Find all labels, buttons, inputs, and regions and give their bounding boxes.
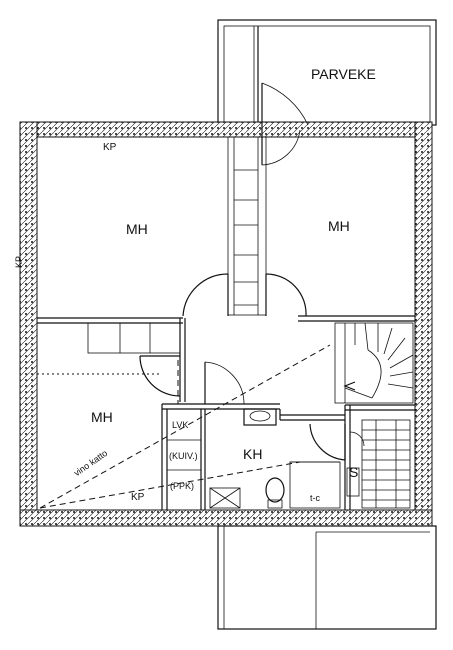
balcony-label: PARVEKE (311, 66, 376, 82)
lower-terrace (217, 525, 437, 630)
lvk-label: LVK (172, 420, 189, 430)
doors (139, 82, 365, 461)
sauna-label: S (349, 464, 359, 480)
staircase (334, 322, 414, 509)
kp-label-top: KP (103, 142, 117, 153)
bedroom-label-top-left: MH (126, 221, 148, 237)
bedroom-label-top-right: MH (328, 218, 350, 234)
ppk-label: (PPK) (170, 481, 195, 491)
outer-walls (19, 121, 433, 527)
kp-label-side: KP (14, 255, 24, 268)
inner-walls (37, 136, 415, 511)
wc-note-label: t-c (310, 493, 320, 503)
kuiv-label: (KUIV.) (169, 451, 198, 461)
bedroom-label-bottom-left: MH (91, 409, 113, 425)
bathroom-label: KH (243, 446, 263, 462)
kp-label-bottom: KP (131, 492, 145, 503)
sloped-ceiling-lines (37, 344, 331, 509)
